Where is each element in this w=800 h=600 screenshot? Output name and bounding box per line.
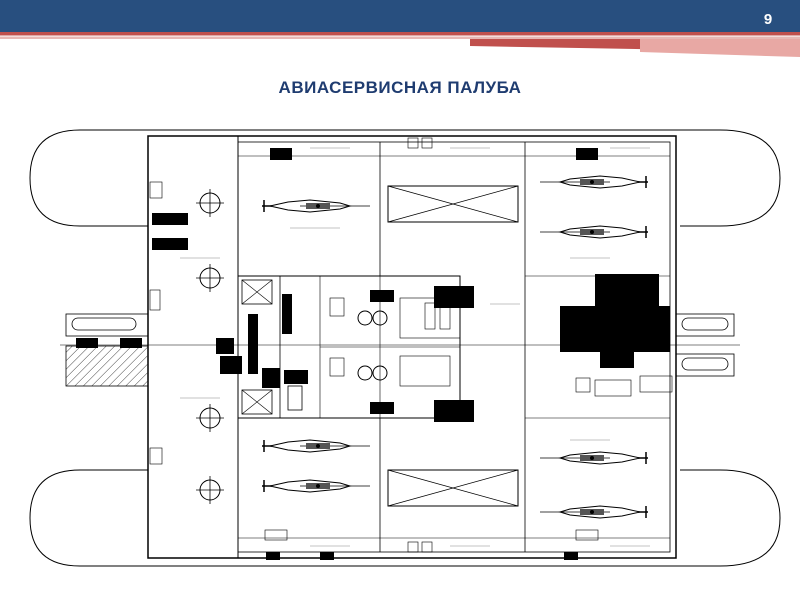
slide-title: АВИАСЕРВИСНАЯ ПАЛУБА [278,78,522,97]
slide-number: 9 [763,11,773,28]
deck-plan-drawing [29,129,781,567]
header-band [0,0,800,57]
